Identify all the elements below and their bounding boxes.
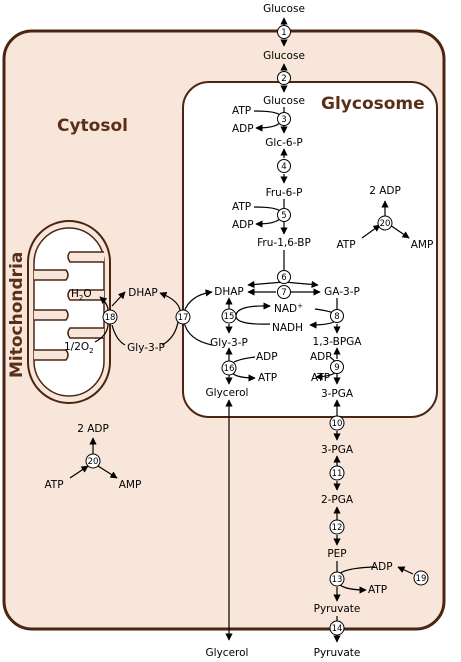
pyruvate-cytosol: Pyruvate bbox=[314, 603, 361, 615]
glycosome-label: Glycosome bbox=[321, 94, 425, 114]
step-16: 16 bbox=[224, 364, 235, 374]
atp-step-16: ATP bbox=[258, 372, 277, 384]
3-pga-cytosol: 3-PGA bbox=[321, 444, 354, 456]
glycosome-2adp: 2 ADP bbox=[369, 185, 401, 197]
water-label: H2O bbox=[71, 288, 92, 302]
dhap-cytosol: DHAP bbox=[128, 287, 158, 299]
step-2: 2 bbox=[281, 74, 286, 84]
1-3-bpga: 1,3-BPGA bbox=[313, 336, 363, 348]
step-17: 17 bbox=[178, 313, 189, 323]
step-11: 11 bbox=[332, 469, 343, 479]
step-15: 15 bbox=[224, 312, 235, 322]
step-14: 14 bbox=[332, 624, 343, 634]
cytosol-amp: AMP bbox=[119, 479, 142, 491]
step-3: 3 bbox=[281, 115, 286, 125]
mitochondria-label: Mitochondria bbox=[7, 252, 27, 378]
adp-step-16: ADP bbox=[256, 351, 278, 363]
glucose-external: Glucose bbox=[263, 3, 305, 15]
adp-step-9: ADP bbox=[310, 351, 332, 363]
glc-6-p: Glc-6-P bbox=[265, 137, 302, 149]
step-4: 4 bbox=[281, 162, 286, 172]
step-9: 9 bbox=[334, 363, 339, 373]
step-20-glycosome: 20 bbox=[380, 219, 391, 229]
2-pga: 2-PGA bbox=[321, 494, 354, 506]
oxygen-label: 1/2O2 bbox=[64, 341, 94, 355]
step-6: 6 bbox=[281, 273, 286, 283]
atp-step-9: ATP bbox=[311, 372, 330, 384]
glycerol-external: Glycerol bbox=[206, 647, 249, 659]
step-13: 13 bbox=[332, 575, 343, 585]
adp-step-3: ADP bbox=[232, 123, 254, 135]
atp-step-3: ATP bbox=[232, 105, 251, 117]
nadh: NADH bbox=[272, 322, 303, 334]
dhap-glycosome: DHAP bbox=[214, 286, 244, 298]
fru-1-6-bp: Fru-1,6-BP bbox=[257, 237, 311, 249]
step-10: 10 bbox=[332, 419, 343, 429]
cytosol-atp: ATP bbox=[44, 479, 63, 491]
step-8: 8 bbox=[334, 312, 339, 322]
glycosome-compartment bbox=[182, 81, 438, 418]
step-20-cytosol: 20 bbox=[88, 457, 99, 467]
pep: PEP bbox=[327, 548, 346, 560]
glycerol-glycosome: Glycerol bbox=[206, 387, 249, 399]
3-pga-glycosome: 3-PGA bbox=[321, 388, 354, 400]
step-12: 12 bbox=[332, 523, 343, 533]
glycosome-atp: ATP bbox=[336, 239, 355, 251]
step-1: 1 bbox=[281, 28, 286, 38]
adp-step-13: ADP bbox=[371, 561, 393, 573]
nad-plus: NAD+ bbox=[274, 302, 303, 315]
step-circles: 1 2 3 4 5 6 7 8 9 10 11 12 13 14 15 16 1… bbox=[85, 25, 429, 636]
glucose-cytosol: Glucose bbox=[263, 50, 305, 62]
step-7: 7 bbox=[281, 288, 286, 298]
atp-step-13: ATP bbox=[368, 584, 387, 596]
gly-3-p-glycosome: Gly-3-P bbox=[210, 337, 248, 349]
ga-3-p: GA-3-P bbox=[324, 286, 360, 298]
cytosol-label: Cytosol bbox=[57, 116, 128, 136]
glucose-glycosome: Glucose bbox=[263, 95, 305, 107]
gly-3-p-cytosol: Gly-3-P bbox=[127, 342, 165, 354]
cytosol-2adp: 2 ADP bbox=[77, 423, 109, 435]
glycosome-amp: AMP bbox=[411, 239, 434, 251]
adp-step-5: ADP bbox=[232, 219, 254, 231]
step-19: 19 bbox=[416, 574, 427, 584]
metabolite-labels: Glucose Glucose Glucose Glc-6-P Fru-6-P … bbox=[64, 3, 362, 659]
step-5: 5 bbox=[281, 211, 286, 221]
cofactor-labels: ATP ADP ATP ADP ADP ATP ADP ATP ADP ATP … bbox=[44, 105, 433, 596]
step-18: 18 bbox=[105, 313, 116, 323]
atp-step-5: ATP bbox=[232, 201, 251, 213]
fru-6-p: Fru-6-P bbox=[266, 187, 303, 199]
pyruvate-external: Pyruvate bbox=[314, 647, 361, 659]
mitochondrion bbox=[27, 220, 111, 404]
